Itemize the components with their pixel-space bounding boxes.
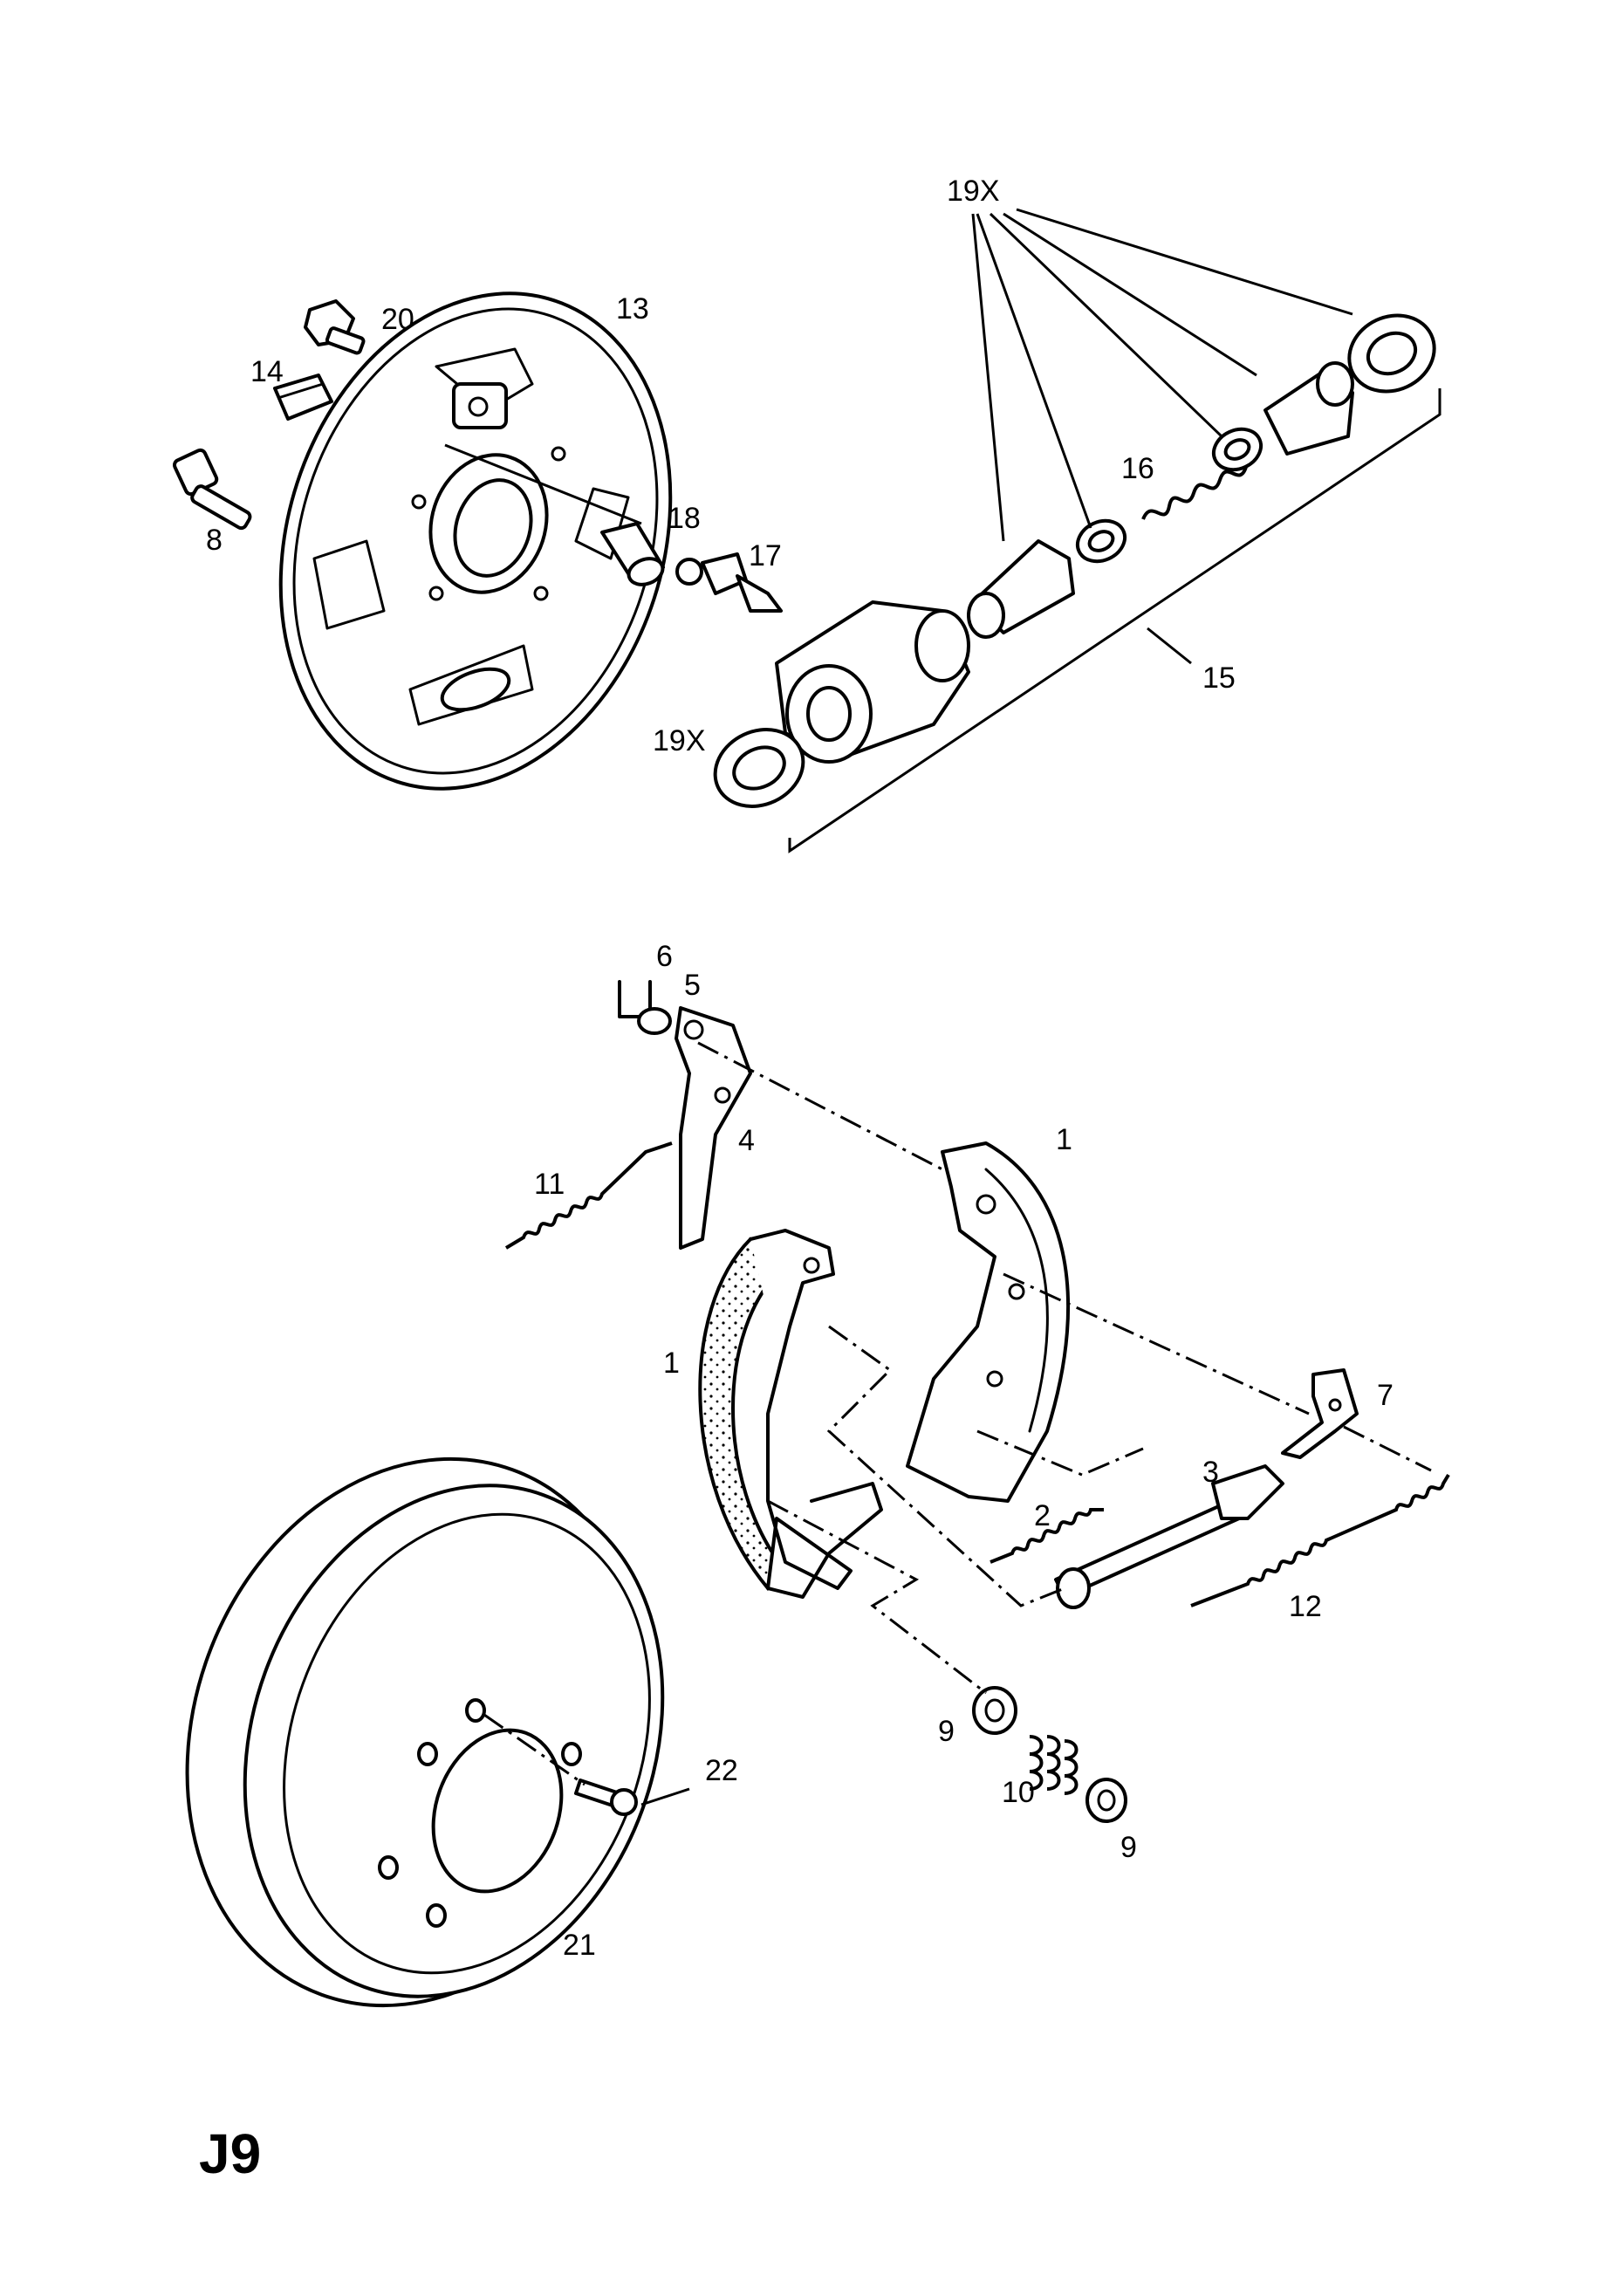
callout-21: 21	[563, 1929, 596, 1962]
spring-11	[504, 1141, 673, 1250]
callout-18: 18	[668, 502, 701, 535]
callout-22: 22	[705, 1754, 738, 1787]
adjuster-strut	[1054, 1464, 1284, 1609]
callout-12: 12	[1289, 1590, 1322, 1623]
callout-15: 15	[1202, 661, 1236, 695]
callout-6: 6	[656, 940, 673, 973]
flange-bolt	[304, 299, 366, 355]
mounting-bolt	[172, 448, 252, 531]
callout-1-right: 1	[1056, 1123, 1072, 1156]
callout-16: 16	[1121, 452, 1154, 485]
piston	[967, 539, 1075, 639]
sleeve	[600, 522, 665, 586]
callout-3: 3	[1202, 1456, 1219, 1489]
spring-16	[1141, 466, 1248, 520]
upper-leader-lines	[444, 208, 1353, 542]
spring-12	[1190, 1473, 1450, 1607]
callout-13: 13	[616, 292, 649, 326]
callout-7: 7	[1377, 1379, 1394, 1412]
backing-plate	[278, 291, 673, 791]
callout-4: 4	[738, 1124, 755, 1157]
bleed-screw	[675, 552, 783, 613]
lower-leader-lines	[640, 1787, 690, 1806]
washer	[637, 1007, 672, 1035]
callout-14: 14	[250, 355, 284, 388]
spring-2	[990, 1508, 1104, 1564]
drum-screw	[574, 1779, 638, 1816]
piston-2	[1263, 361, 1354, 456]
assembly-lines	[483, 1041, 1432, 1786]
adjuster-lever	[1281, 1368, 1359, 1459]
page-code: J9	[199, 2122, 261, 2185]
callout-1-left: 1	[663, 1347, 680, 1380]
callout-17: 17	[749, 539, 782, 572]
callout-2: 2	[1034, 1499, 1051, 1532]
callout-8: 8	[206, 524, 223, 557]
brake-shoe-left	[698, 1229, 883, 1599]
callout-labels: 19X 20 13 14 8 18 17 16 15 19X 6 5 4 11 …	[206, 175, 1394, 1962]
callout-19x-left: 19X	[653, 724, 706, 757]
brake-drum	[185, 1456, 665, 2008]
spring-cup-bottom	[1085, 1778, 1127, 1823]
callout-5: 5	[684, 969, 701, 1002]
retaining-clip	[618, 980, 652, 1018]
spring-cup-top	[972, 1686, 1017, 1735]
callout-10: 10	[1002, 1776, 1035, 1809]
callout-9-bottom: 9	[1120, 1831, 1137, 1864]
seal-cup-2	[1211, 427, 1263, 472]
callout-19x-top: 19X	[947, 175, 1000, 208]
handbrake-lever	[675, 1006, 752, 1250]
brake-shoe-right	[906, 1141, 1070, 1503]
cylinder-seal-right	[1347, 313, 1436, 394]
seal-cup	[1075, 518, 1127, 564]
cylinder-seal-left	[713, 728, 805, 808]
wheel-cylinder-body	[775, 600, 970, 764]
callout-11: 11	[534, 1168, 565, 1201]
callout-9-top: 9	[938, 1715, 955, 1748]
rubber-bung	[273, 374, 333, 421]
kit-bracket-15	[788, 388, 1442, 853]
hold-down-spring	[1029, 1735, 1079, 1795]
callout-20: 20	[381, 303, 414, 336]
